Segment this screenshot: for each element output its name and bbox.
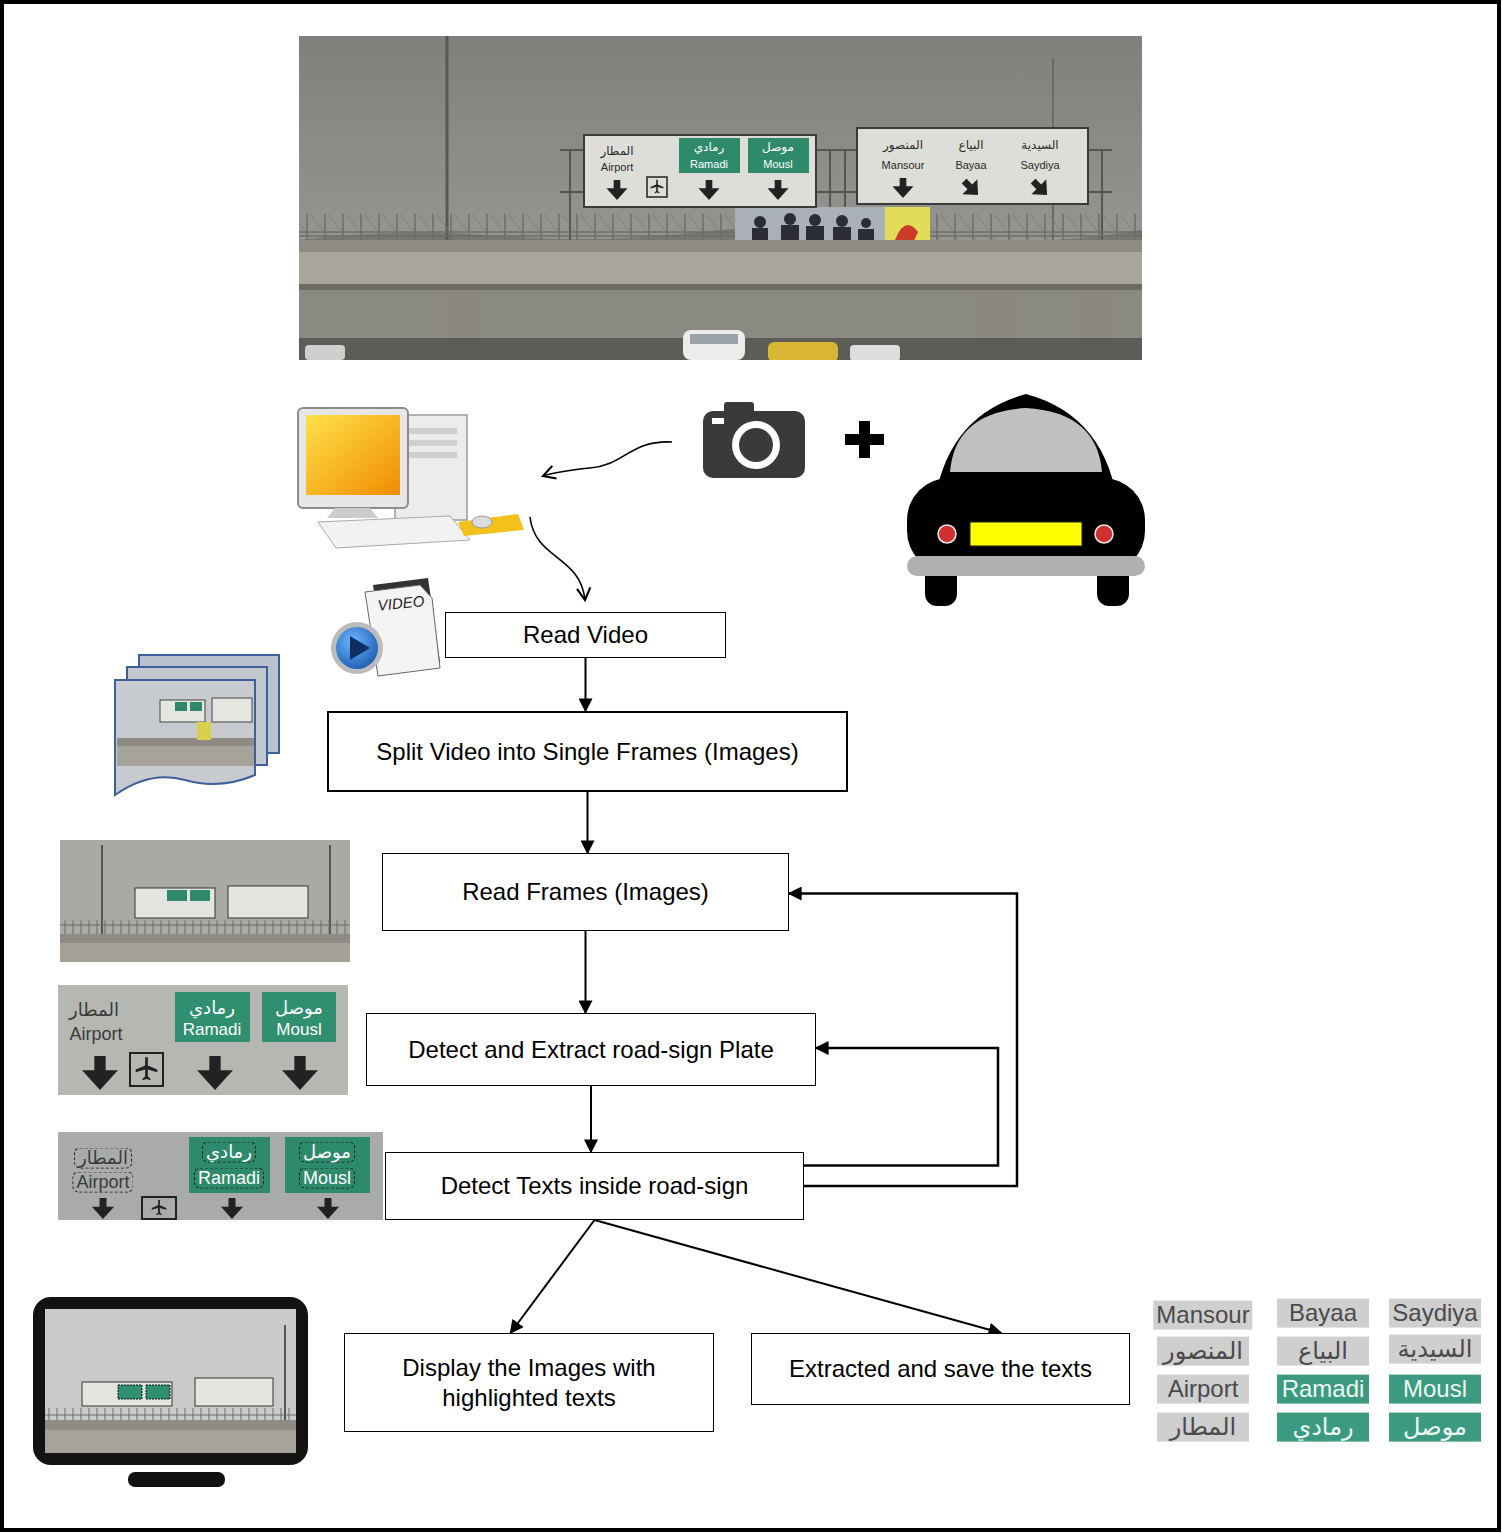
detected-text: رمادي — [202, 1142, 256, 1163]
extracted-text: المنصور — [1157, 1337, 1249, 1366]
extracted-text: المطار — [1157, 1413, 1249, 1442]
detected-text: Mousl — [299, 1168, 355, 1189]
sign-text: Ramadi — [183, 1020, 242, 1040]
detected-text: Ramadi — [194, 1168, 264, 1189]
process-box: Detect and Extract road-sign Plate — [366, 1013, 816, 1086]
process-box: Read Frames (Images) — [382, 853, 789, 931]
connector-arrow — [590, 1086, 592, 1152]
sign-crop — [58, 985, 348, 1095]
detected-text: المطار — [74, 1148, 132, 1169]
detected-text: Airport — [72, 1172, 133, 1193]
video-icon — [331, 578, 440, 676]
sign-text: رمادي — [694, 141, 725, 155]
extracted-text: السيدية — [1389, 1335, 1481, 1364]
sign-text: Mousl — [276, 1020, 321, 1040]
sign-text: Mansour — [882, 159, 925, 172]
extracted-text: Saydiya — [1389, 1299, 1481, 1328]
process-box: Detect Texts inside road-sign — [385, 1152, 804, 1220]
box-text: Detect and Extract road-sign Plate — [408, 1035, 774, 1065]
display-monitor — [33, 1297, 308, 1487]
sign-text: Bayaa — [955, 159, 986, 172]
input-arrow — [530, 517, 585, 600]
input-arrow — [543, 442, 672, 476]
connector-arrow — [511, 1220, 595, 1333]
connector-arrow — [595, 1220, 1002, 1333]
extracted-text: موصل — [1389, 1413, 1481, 1442]
box-text: Split Video into Single Frames (Images) — [376, 737, 798, 767]
road-photo — [299, 36, 1142, 360]
camera-icon — [703, 402, 805, 478]
process-box: Split Video into Single Frames (Images) — [327, 711, 848, 792]
extracted-text: رمادي — [1277, 1413, 1369, 1442]
sign-text: رمادي — [189, 998, 235, 1019]
sign-text: المطار — [69, 1000, 119, 1021]
sign-text: البياع — [958, 139, 983, 153]
connector-arrow — [587, 792, 589, 853]
sign-text: موصل — [275, 998, 323, 1019]
connector-arrow — [789, 894, 1017, 1186]
extracted-text: البياع — [1277, 1337, 1369, 1366]
extracted-text: Mansour — [1153, 1301, 1252, 1330]
connector-arrow — [585, 658, 587, 711]
plus-sign — [845, 421, 884, 458]
car-icon — [907, 394, 1145, 606]
detected-text: موصل — [299, 1142, 355, 1163]
box-text: Detect Texts inside road-sign — [441, 1171, 749, 1201]
sign-text: Airport — [69, 1024, 122, 1045]
sign-text: السيدية — [1021, 139, 1058, 153]
frame-thumbnail — [60, 840, 350, 962]
box-text: Read Frames (Images) — [462, 877, 709, 907]
box-text: Extracted and save the texts — [789, 1354, 1092, 1384]
sign-crop-detected — [58, 1132, 383, 1220]
connector-arrow — [804, 1048, 998, 1166]
process-box: Extracted and save the texts — [751, 1333, 1130, 1405]
sign-text: المنصور — [883, 139, 923, 153]
box-text: Display the Images with highlighted text… — [355, 1353, 703, 1413]
frames-stack — [115, 655, 279, 795]
sign-text: المطار — [600, 145, 633, 159]
extracted-text: Bayaa — [1277, 1299, 1369, 1328]
sign-text: Mousl — [763, 158, 792, 171]
sign-text: موصل — [762, 141, 794, 155]
process-box: Display the Images with highlighted text… — [344, 1333, 714, 1432]
extracted-text: Mousl — [1389, 1375, 1481, 1404]
process-box: Read Video — [445, 612, 726, 658]
box-text: Read Video — [523, 620, 648, 650]
sign-text: Ramadi — [690, 158, 728, 171]
extracted-text: Airport — [1157, 1375, 1249, 1404]
connector-arrow — [585, 931, 587, 1013]
computer-icon — [298, 408, 524, 548]
extracted-text: Ramadi — [1277, 1375, 1369, 1404]
sign-text: Saydiya — [1020, 159, 1059, 172]
sign-text: Airport — [601, 161, 633, 174]
